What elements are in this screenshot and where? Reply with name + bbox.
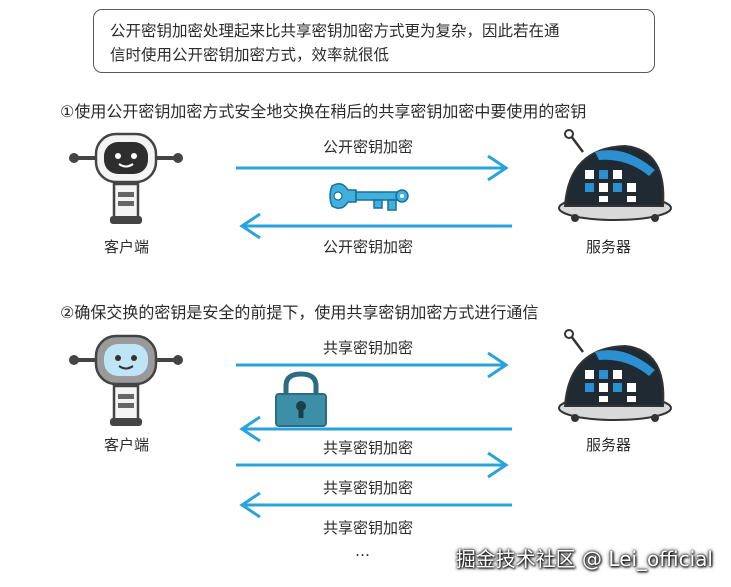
section2-arrow-label-2: 共享密钥加密 bbox=[322, 439, 413, 457]
section2-arrow-label-3: 共享密钥加密 bbox=[322, 479, 413, 497]
section2-arrows bbox=[236, 351, 512, 519]
key-icon bbox=[329, 183, 409, 211]
watermark: 掘金技术社区 @ Lei_official bbox=[455, 547, 713, 571]
client-label: 客户端 bbox=[104, 238, 150, 256]
section2-arrow-label-4: 共享密钥加密 bbox=[322, 519, 413, 537]
server-robot-2-icon bbox=[558, 329, 672, 422]
note-line-1: 公开密钥加密处理起来比共享密钥加密方式更为复杂，因此若在通 bbox=[110, 22, 560, 40]
section1-arrow-top-label: 公开密钥加密 bbox=[322, 138, 413, 156]
note-line-2: 信时使用公开密钥加密方式，效率就很低 bbox=[110, 46, 390, 64]
server-robot-icon bbox=[558, 129, 672, 222]
section1-arrows bbox=[236, 154, 512, 240]
ellipsis: … bbox=[355, 542, 370, 560]
server-label: 服务器 bbox=[586, 238, 632, 256]
note-box: 公开密钥加密处理起来比共享密钥加密方式更为复杂，因此若在通 信时使用公开密钥加密… bbox=[93, 9, 655, 73]
section2-arrow-label-1: 共享密钥加密 bbox=[322, 339, 413, 357]
section1-arrow-bottom-label: 公开密钥加密 bbox=[322, 238, 413, 256]
client-2-label: 客户端 bbox=[104, 436, 150, 454]
lock-icon bbox=[275, 371, 327, 427]
client-robot-icon bbox=[69, 132, 183, 224]
server-2-label: 服务器 bbox=[586, 436, 632, 454]
section2-heading: ②确保交换的密钥是安全的前提下，使用共享密钥加密方式进行通信 bbox=[60, 303, 539, 322]
section1-heading: ①使用公开密钥加密方式安全地交换在稍后的共享密钥加密中要使用的密钥 bbox=[60, 102, 587, 121]
client-robot-2-icon bbox=[69, 334, 183, 426]
